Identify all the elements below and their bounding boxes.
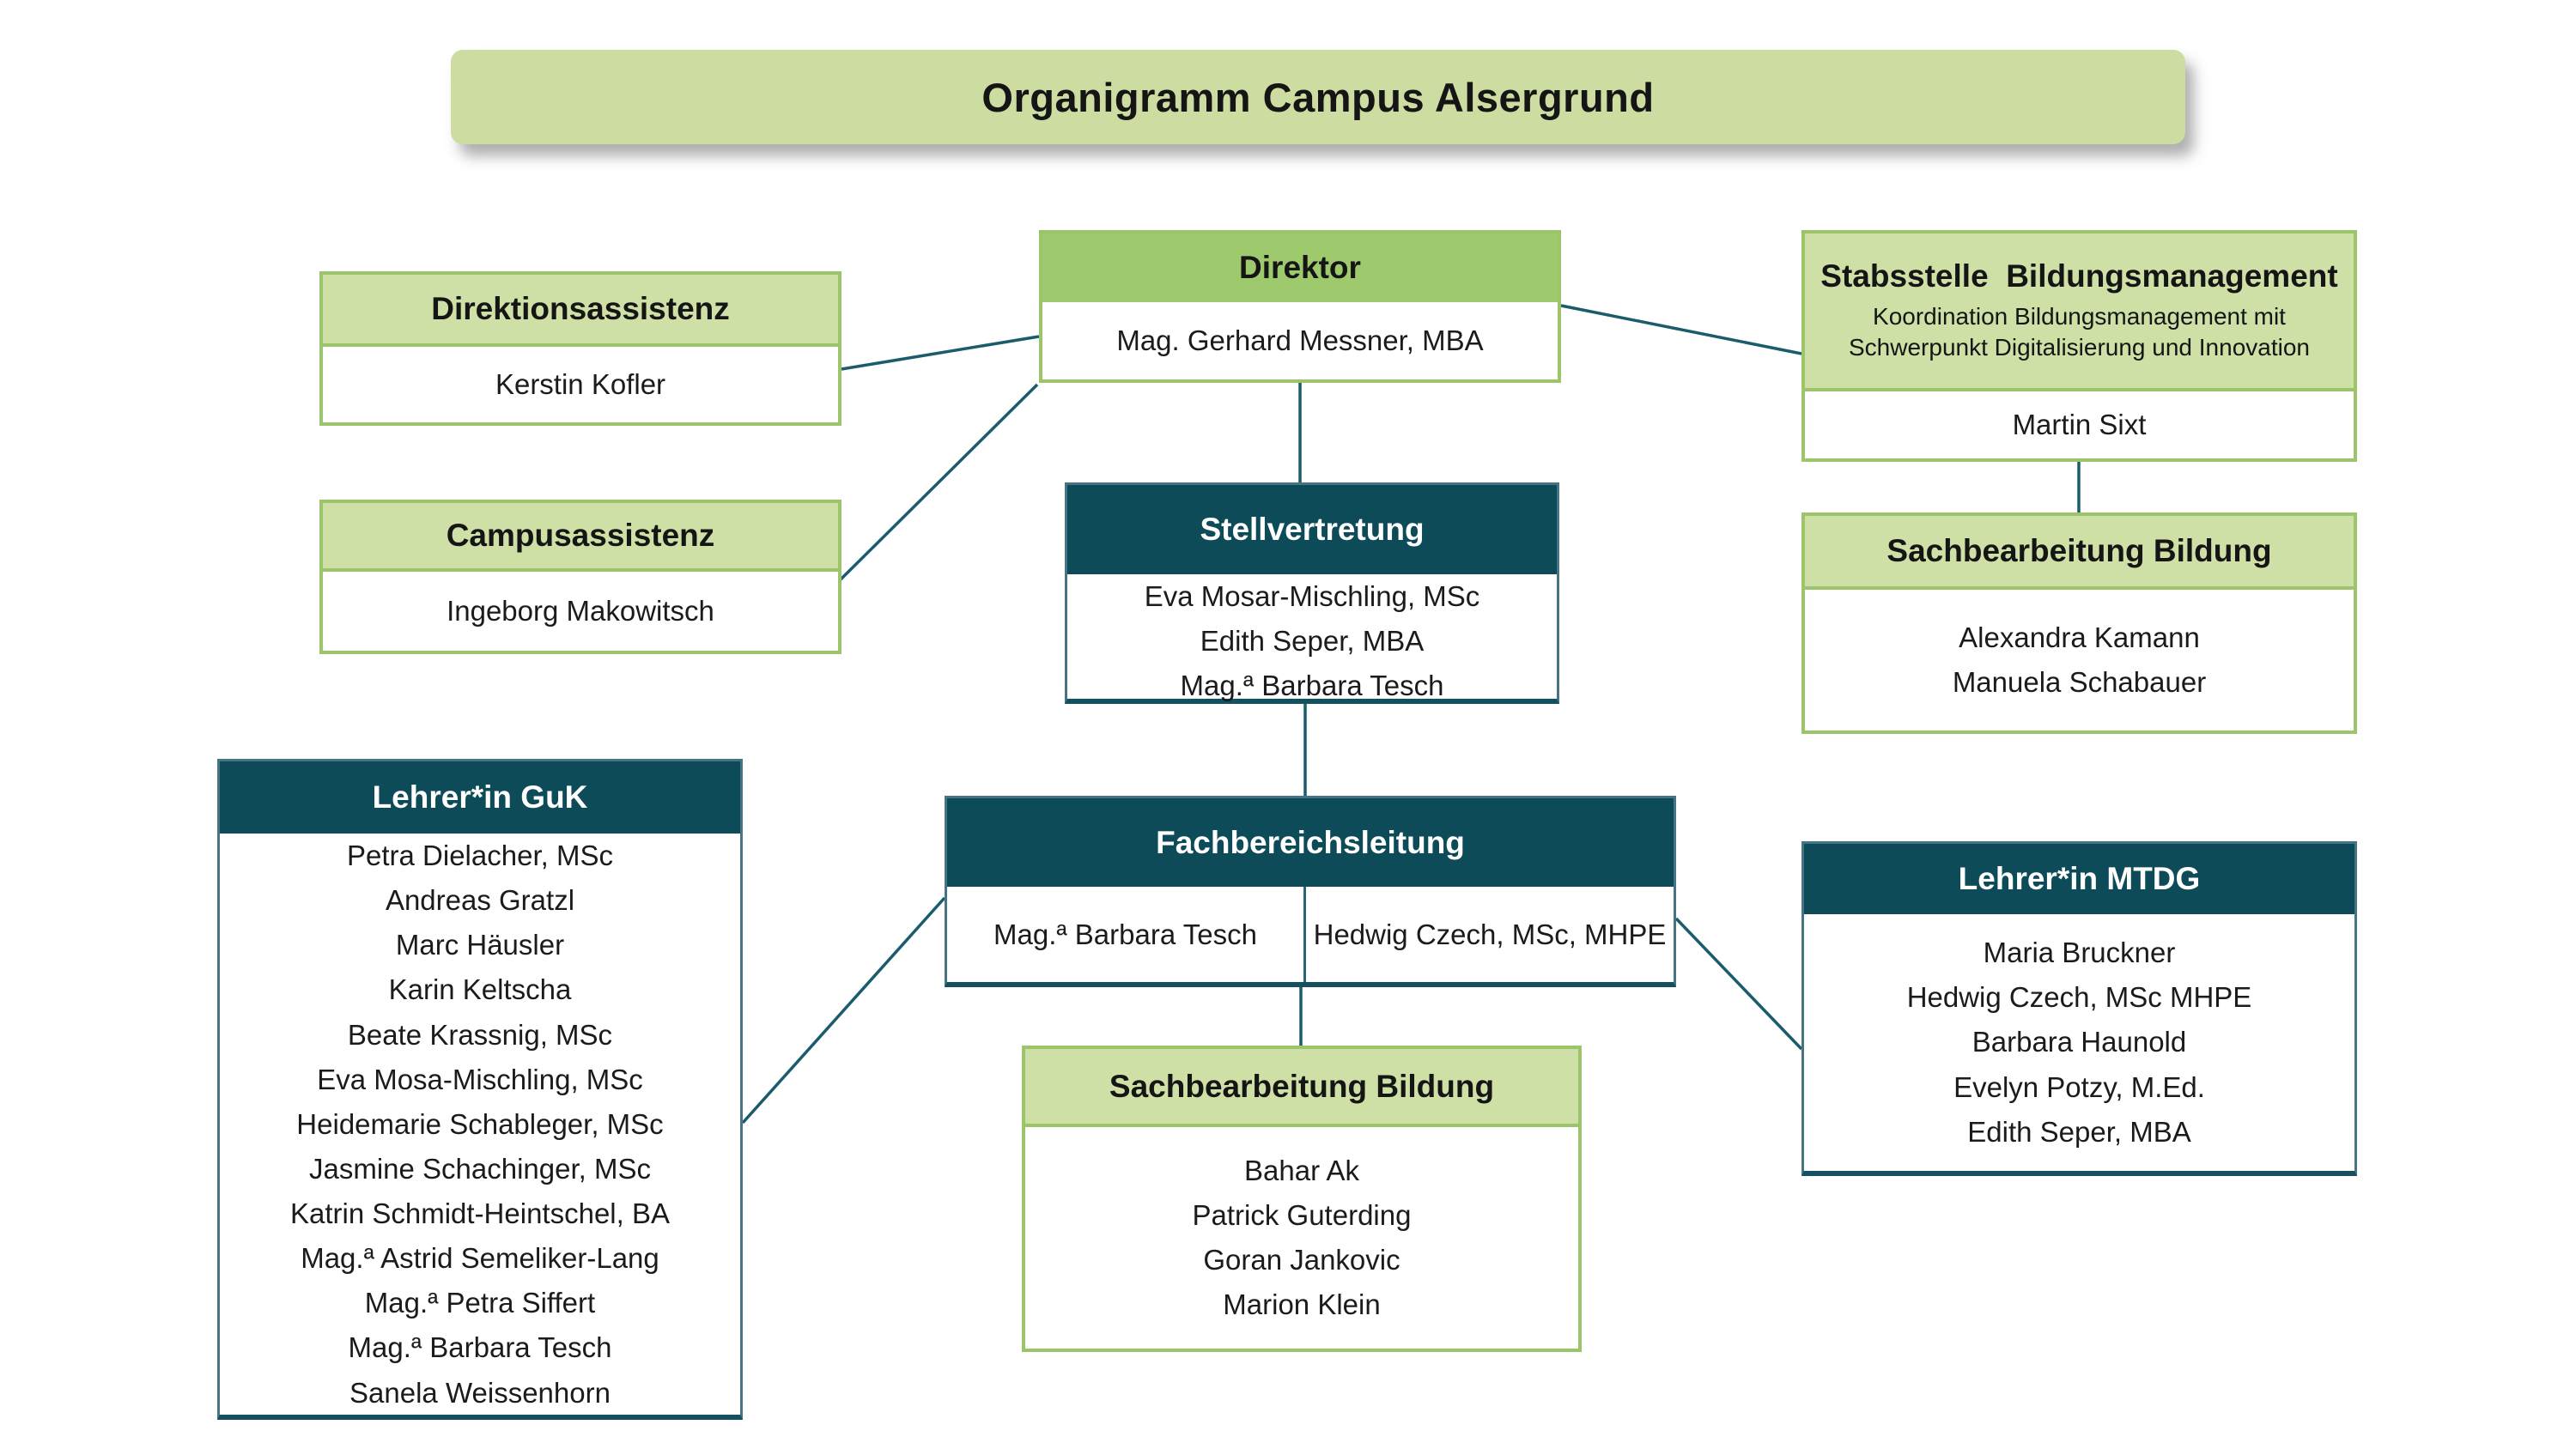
direktor-title: Direktor (1042, 233, 1558, 302)
campusassistenz-title: Campusassistenz (323, 503, 838, 572)
lehrer-guk-members: Petra Dielacher, MSc Andreas Gratzl Marc… (289, 840, 670, 1409)
fachbereichsleitung-member-right: Hedwig Czech, MSc, MHPE (1313, 918, 1667, 950)
stellvertretung-title: Stellvertretung (1067, 485, 1557, 574)
lehrer-mtdg-title: Lehrer*in MTDG (1804, 844, 2354, 914)
direktionsassistenz-title: Direktionsassistenz (323, 275, 838, 347)
sachbearbeitung-stabsstelle-members: Alexandra Kamann Manuela Schabauer (1952, 621, 2207, 698)
campusassistenz-members: Ingeborg Makowitsch (447, 594, 714, 627)
org-box-lehrer-mtdg: Lehrer*in MTDG Maria Bruckner Hedwig Cze… (1801, 841, 2357, 1176)
stabsstelle-title: Stabsstelle Bildungsmanagement (1820, 258, 2338, 294)
fachbereichsleitung-title: Fachbereichsleitung (947, 798, 1674, 887)
connector-fachbereichsleitung-mtdg (1674, 917, 1803, 1051)
connector-direktor-stabsstelle (1560, 304, 1802, 355)
sachbearbeitung-fachbereich-title: Sachbearbeitung Bildung (1025, 1049, 1578, 1127)
stabsstelle-header: Stabsstelle Bildungsmanagement Koordinat… (1805, 233, 2354, 391)
org-box-lehrer-guk: Lehrer*in GuK Petra Dielacher, MSc Andre… (217, 759, 743, 1420)
stabsstelle-subtitle: Koordination Bildungsmanagement mit Schw… (1849, 303, 2310, 361)
connector-direktor-campusassistenz (838, 383, 1039, 582)
stellvertretung-members: Eva Mosar-Mischling, MSc Edith Seper, MB… (1144, 580, 1480, 702)
org-box-campusassistenz: Campusassistenz Ingeborg Makowitsch (319, 500, 841, 654)
direktionsassistenz-members: Kerstin Kofler (495, 367, 666, 400)
sachbearbeitung-stabsstelle-title: Sachbearbeitung Bildung (1805, 516, 2354, 590)
lehrer-mtdg-members: Maria Bruckner Hedwig Czech, MSc MHPE Ba… (1906, 937, 2252, 1148)
org-box-sachbearbeitung-bildung-stabsstelle: Sachbearbeitung Bildung Alexandra Kamann… (1801, 512, 2357, 734)
page-title: Organigramm Campus Alsergrund (451, 50, 2185, 144)
connector-direktor-direktionsassistenz (841, 335, 1040, 371)
stabsstelle-members: Martin Sixt (2012, 408, 2147, 440)
org-box-stabsstelle-bildungsmanagement: Stabsstelle Bildungsmanagement Koordinat… (1801, 230, 2357, 462)
org-box-direktionsassistenz: Direktionsassistenz Kerstin Kofler (319, 271, 841, 426)
connector-fachbereichsleitung-guk (741, 896, 946, 1125)
fachbereichsleitung-body: Mag.ª Barbara Tesch Hedwig Czech, MSc, M… (947, 887, 1674, 982)
org-box-fachbereichsleitung: Fachbereichsleitung Mag.ª Barbara Tesch … (945, 796, 1676, 987)
org-box-stellvertretung: Stellvertretung Eva Mosar-Mischling, MSc… (1065, 482, 1559, 704)
org-box-direktor: Direktor Mag. Gerhard Messner, MBA (1039, 230, 1561, 383)
org-box-sachbearbeitung-bildung-fachbereich: Sachbearbeitung Bildung Bahar Ak Patrick… (1022, 1046, 1582, 1352)
fachbereichsleitung-member-left: Mag.ª Barbara Tesch (947, 887, 1306, 982)
sachbearbeitung-fachbereich-members: Bahar Ak Patrick Guterding Goran Jankovi… (1192, 1154, 1412, 1321)
direktor-members: Mag. Gerhard Messner, MBA (1116, 324, 1484, 356)
lehrer-guk-title: Lehrer*in GuK (220, 761, 740, 834)
